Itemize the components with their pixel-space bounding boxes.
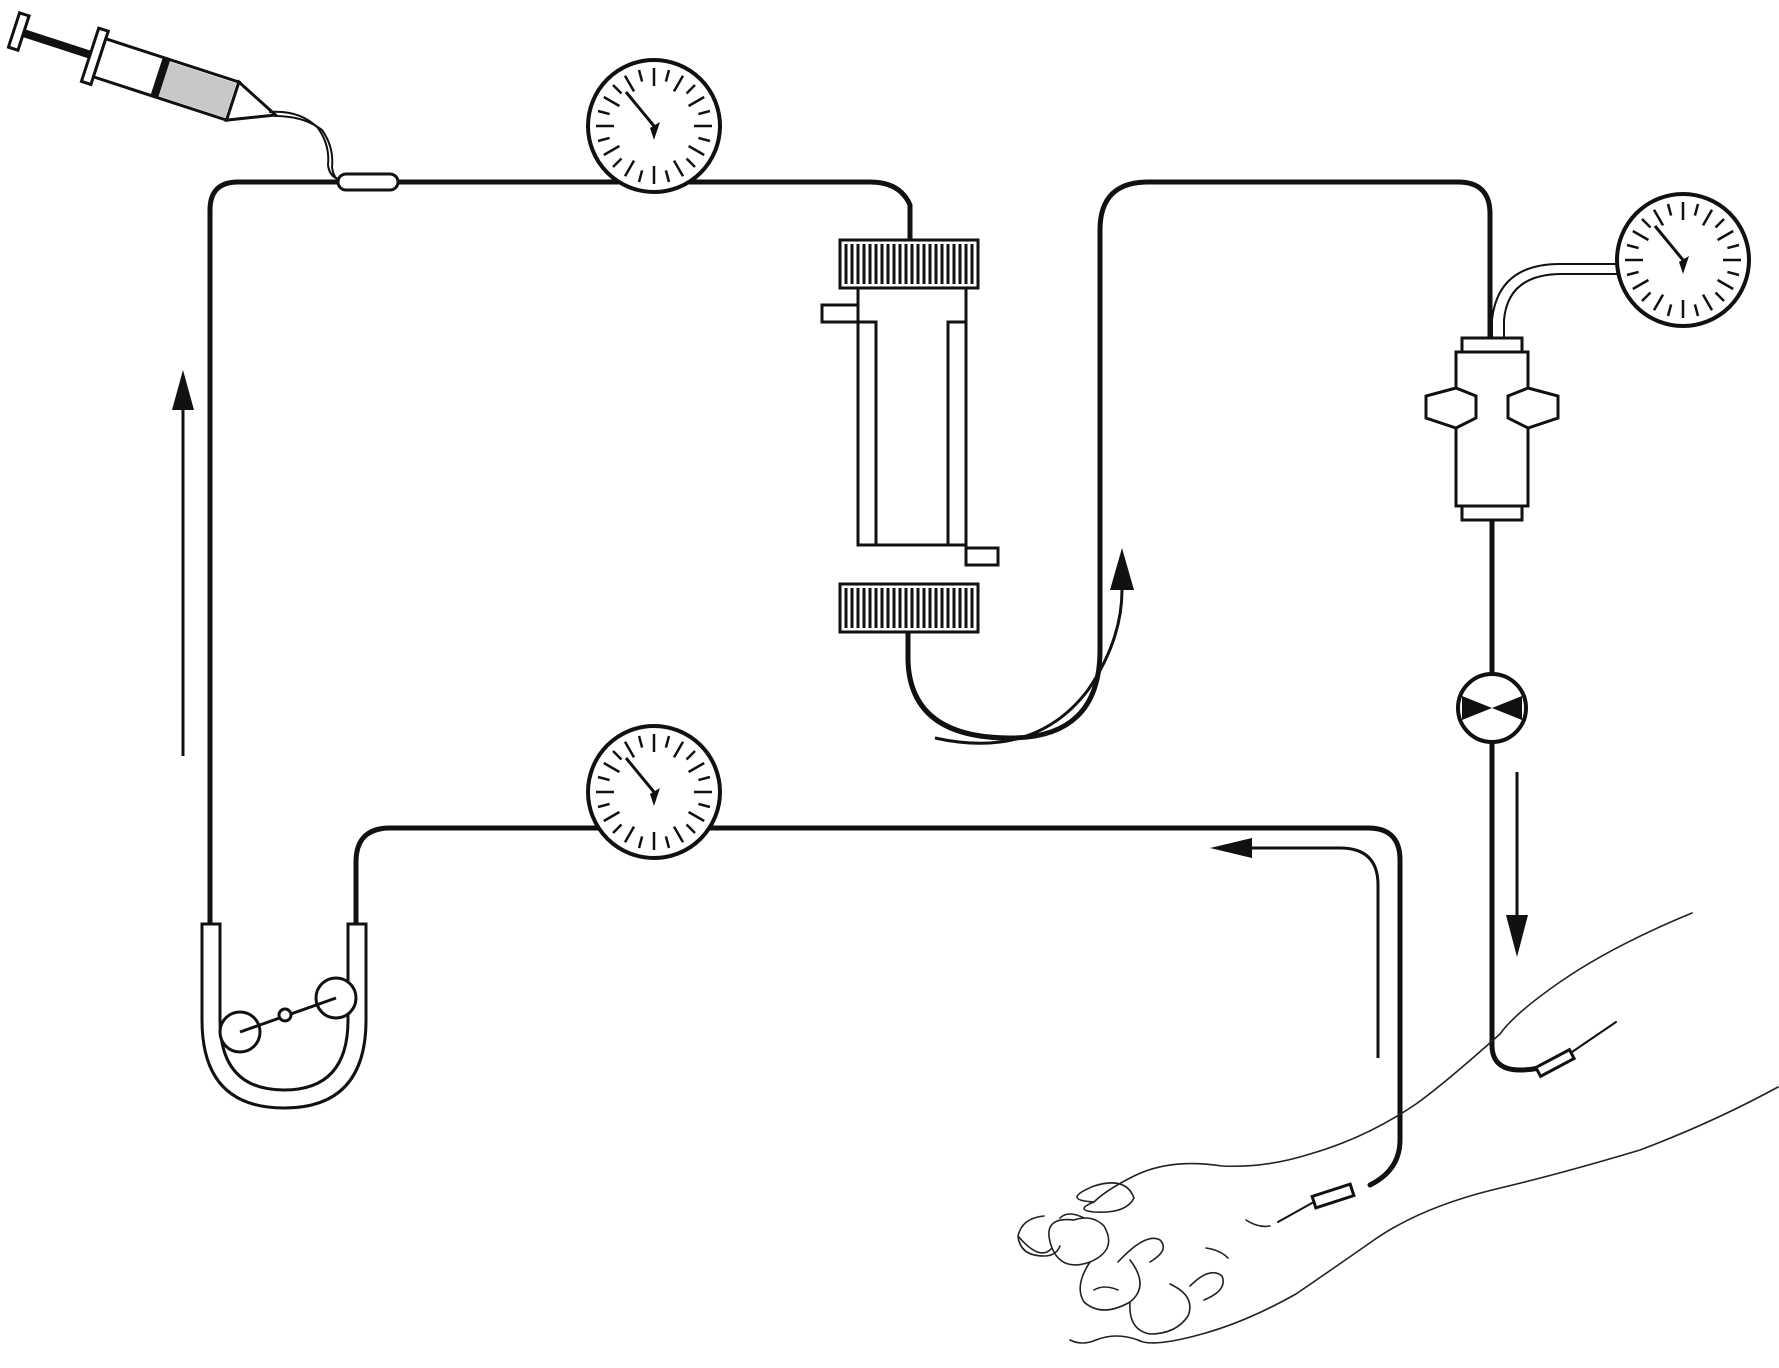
gauge-tick [1716,278,1734,291]
flow-arrow-up-left [172,370,194,756]
gauge-tick [1693,203,1700,216]
gauge-tick [623,741,636,759]
gauge-tick [1714,218,1725,229]
gauge-tick [698,802,711,809]
gauge-tick [623,75,636,93]
gauge-right-line [1491,263,1618,339]
gauge-tick [623,159,636,177]
tee-connector [336,172,400,192]
gauge-tick [685,84,696,95]
gauge-tick [612,823,623,834]
gauge-tick [637,836,644,849]
gauge-tick [623,825,636,843]
gauge-tick [664,836,671,849]
gauge-tick [1716,229,1734,242]
gauge-tick [612,84,623,95]
gauge-tick [698,136,711,143]
gauge-tick [1693,304,1700,317]
gauge-tick [597,802,610,809]
gauge-tick [664,69,671,82]
gauge-tick [1641,218,1652,229]
gauge-tick [603,95,621,108]
flow-arrow-down-venous [1506,772,1528,957]
patient-arm-icon [1017,912,1779,1344]
gauge-tick [687,810,705,823]
gauge-tick [1626,270,1639,277]
gauge-tick [664,170,671,183]
flow-arrow-up-dialyzer-outlet [934,548,1134,745]
gauge-tick [1701,209,1714,227]
syringe-icon [6,10,280,122]
gauge-tick [1666,203,1673,216]
gauge-tick [1652,293,1665,311]
gauge-tick [1632,229,1650,242]
tubing-dialyzer-outlet [905,179,1493,741]
dialyzer-icon [820,238,1000,634]
gauge-tick [664,735,671,748]
gauge-tick [1626,243,1639,250]
gauge-tick [1641,291,1652,302]
gauge-tick [612,750,623,761]
gauge-tick [685,750,696,761]
gauge-tick [1727,270,1740,277]
gauge-tick [685,157,696,168]
roller-pump-icon [200,922,368,1110]
gauge-tick [687,144,705,157]
gauge-tick [672,825,685,843]
gauge-tick [687,761,705,774]
gauge-tick [603,144,621,157]
clamp-icon [1456,672,1528,744]
gauge-tick [685,823,696,834]
gauge-tick [597,775,610,782]
tubing-venous-return [1489,517,1558,1073]
drip-chamber-icon [1424,336,1560,522]
gauge-tick [672,159,685,177]
tubing-arterial-line [353,825,1403,1188]
gauge-tick [603,761,621,774]
gauge-tick [612,157,623,168]
gauge-tick [698,109,711,116]
gauge-tick [1632,278,1650,291]
gauge-tick [1652,209,1665,227]
gauge-tick [637,735,644,748]
gauge-tick [603,810,621,823]
needle-arterial-icon [1277,1182,1356,1223]
pressure-gauge-top [586,58,722,194]
flow-arrow-left-return [1210,838,1380,1058]
needle-venous-icon [1533,1021,1617,1079]
gauge-tick [1714,291,1725,302]
gauge-tick [672,741,685,759]
gauge-tick [597,109,610,116]
gauge-tick [1727,243,1740,250]
gauge-tick [1701,293,1714,311]
gauge-tick [637,170,644,183]
gauge-tick [698,775,711,782]
gauge-tick [1666,304,1673,317]
pressure-gauge-bottom [586,724,722,860]
pressure-gauge-right [1615,192,1751,328]
gauge-tick [672,75,685,93]
gauge-tick [637,69,644,82]
tubing-pump-to-dialyzer [207,179,913,927]
gauge-tick [687,95,705,108]
gauge-tick [597,136,610,143]
